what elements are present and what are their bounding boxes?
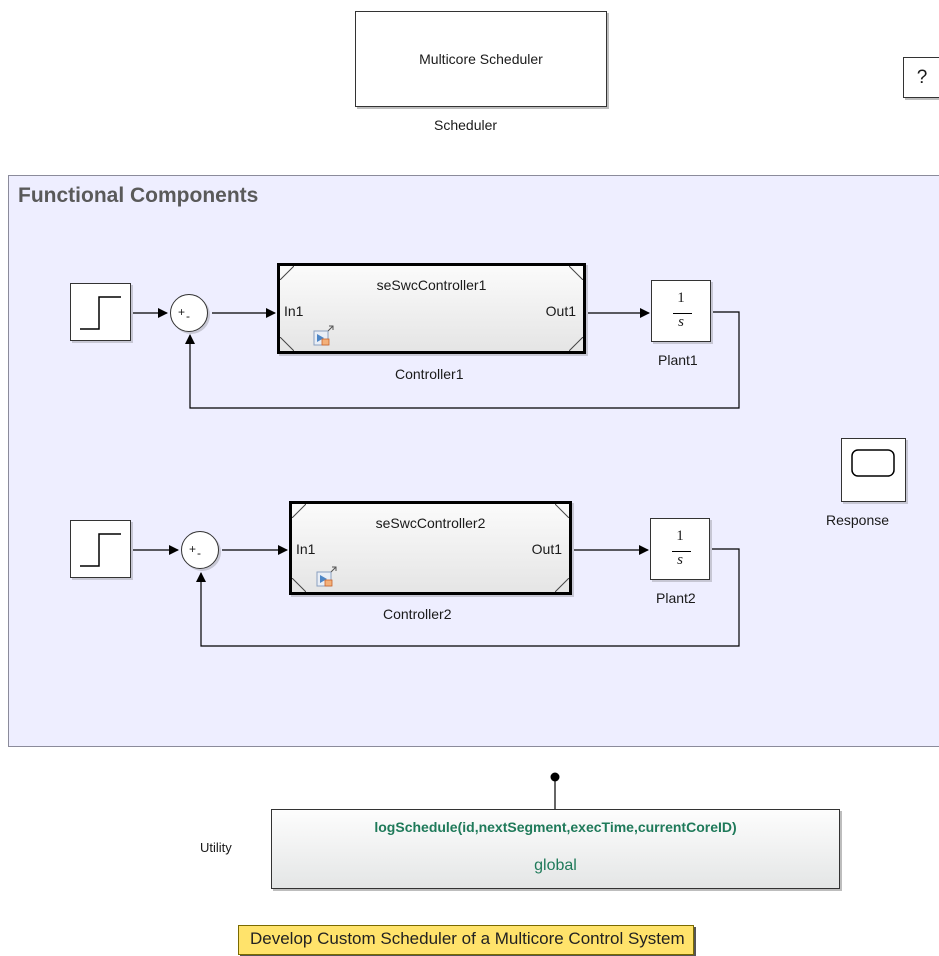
scheduler-block-text: Multicore Scheduler (419, 51, 543, 67)
corner-icon (555, 504, 569, 518)
controller2-block[interactable]: seSwcController2 In1 Out1 (289, 501, 572, 595)
sum1-minus: - (186, 309, 190, 323)
plant2-label: Plant2 (656, 590, 696, 606)
controller1-block[interactable]: seSwcController1 In1 Out1 (277, 263, 586, 354)
corner-icon (292, 578, 306, 592)
plant2-denominator: s (677, 552, 683, 568)
utility-function-signature: logSchedule(id,nextSegment,execTime,curr… (374, 819, 737, 835)
corner-icon (569, 266, 583, 280)
plant1-integrator[interactable]: 1 s (651, 280, 711, 342)
response-scope-block[interactable] (841, 438, 906, 502)
model-reference-icon (313, 325, 334, 346)
corner-icon (555, 578, 569, 592)
utility-connector-dot (550, 772, 560, 782)
plant1-denominator: s (678, 314, 684, 330)
controller2-out-port: Out1 (531, 541, 562, 557)
plant2-integrator[interactable]: 1 s (650, 518, 710, 580)
corner-icon (280, 266, 294, 280)
step-block-2[interactable] (70, 520, 131, 578)
wire-plant2-feedback (196, 548, 740, 647)
scheduler-label: Scheduler (434, 117, 498, 133)
wire-plant1-feedback (185, 311, 740, 409)
model-annotation[interactable]: Develop Custom Scheduler of a Multicore … (238, 925, 694, 955)
sum-block-2[interactable]: + - (181, 531, 219, 569)
area-title: Functional Components (18, 184, 259, 207)
step-block-1[interactable] (70, 283, 131, 341)
corner-icon (292, 504, 306, 518)
controller1-reference-name: seSwcController1 (376, 277, 487, 293)
controller2-reference-name: seSwcController2 (375, 515, 486, 531)
plant1-label: Plant1 (658, 352, 698, 368)
step-icon (80, 533, 121, 567)
sum2-minus: - (197, 546, 201, 560)
controller1-label: Controller1 (395, 366, 464, 382)
utility-function-scope: global (534, 857, 577, 874)
controller1-in-port: In1 (284, 303, 304, 319)
plant2-numerator: 1 (676, 528, 684, 544)
corner-icon (569, 337, 583, 351)
utility-label: Utility (200, 840, 232, 855)
scheduler-block[interactable]: Multicore Scheduler (355, 11, 607, 107)
step-icon (80, 296, 121, 330)
corner-icon (280, 337, 294, 351)
help-icon: ? (916, 66, 928, 88)
scope-icon (851, 449, 895, 477)
sum-block-1[interactable]: + - (170, 294, 208, 332)
sum1-plus: + (178, 305, 186, 319)
help-block[interactable]: ? (903, 57, 939, 98)
controller2-in-port: In1 (296, 541, 316, 557)
scope-label: Response (826, 512, 890, 528)
model-reference-icon (316, 566, 337, 587)
controller1-out-port: Out1 (545, 303, 576, 319)
controller2-label: Controller2 (383, 606, 452, 622)
utility-function-block[interactable]: logSchedule(id,nextSegment,execTime,curr… (271, 809, 840, 889)
plant1-numerator: 1 (677, 290, 685, 306)
sum2-plus: + (189, 542, 197, 556)
